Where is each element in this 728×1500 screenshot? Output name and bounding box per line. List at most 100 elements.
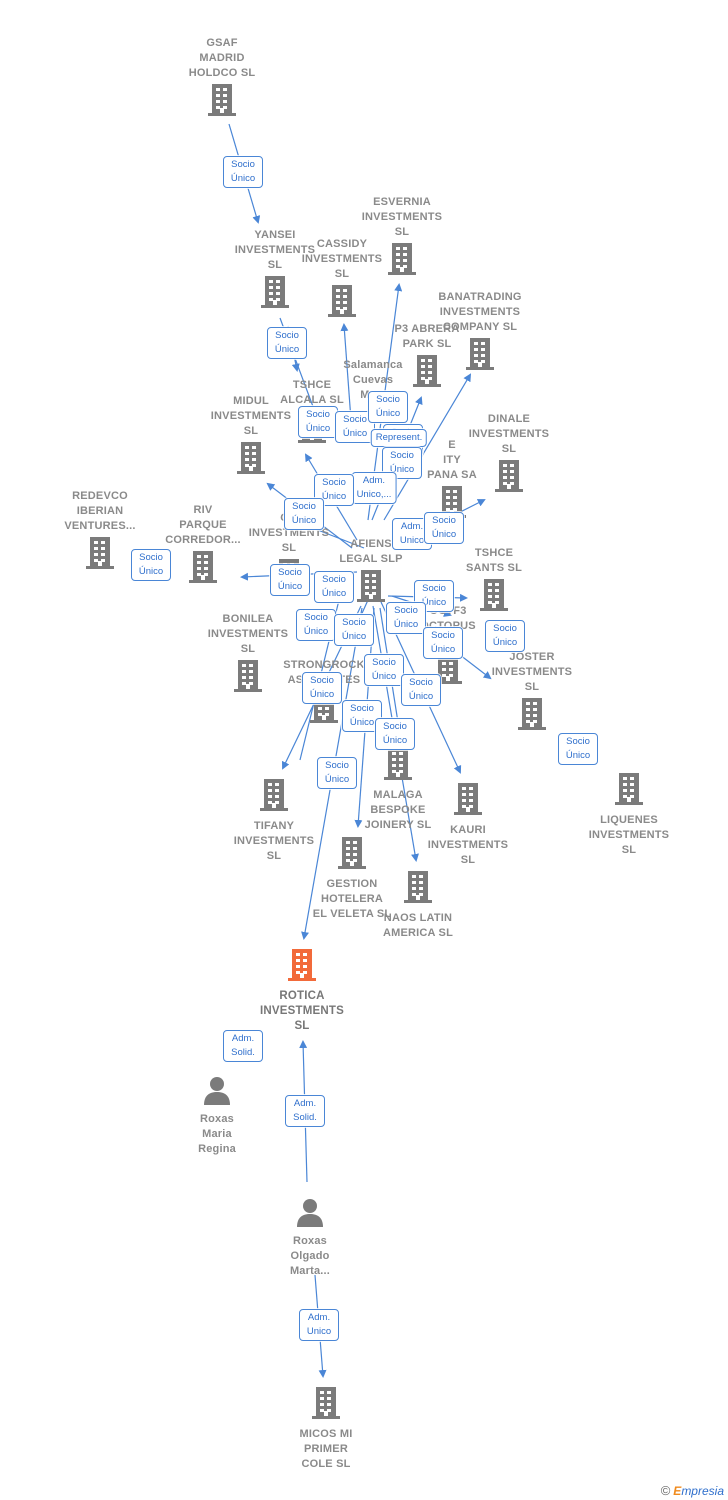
- relationship-badge[interactable]: Socio Único: [375, 718, 415, 750]
- node-gsaf[interactable]: GSAF MADRID HOLDCO SL: [167, 36, 277, 124]
- building-icon: [372, 354, 482, 393]
- brand-name: mpresia: [681, 1484, 724, 1498]
- node-label: ESVERNIA INVESTMENTS SL: [361, 196, 443, 238]
- relationship-badge[interactable]: Represent.: [370, 429, 428, 447]
- node-afiens[interactable]: AFIENS LEGAL SLP: [316, 537, 426, 610]
- edge-arrow: [383, 373, 472, 521]
- node-label: MIDUL INVESTMENTS SL: [210, 395, 292, 437]
- node-label: BANATRADING INVESTMENTS COMPANY SL: [438, 291, 522, 333]
- relationship-badge[interactable]: Socio Único: [302, 672, 342, 704]
- node-label: LIQUENES INVESTMENTS SL: [588, 814, 670, 856]
- relationship-badge[interactable]: Socio Único: [317, 757, 357, 789]
- building-icon: [167, 83, 277, 122]
- node-micos[interactable]: MICOS MI PRIMER COLE SL: [271, 1384, 381, 1472]
- relationship-badge[interactable]: Socio Único: [314, 571, 354, 603]
- relationship-badge[interactable]: Socio Único: [485, 620, 525, 652]
- person-icon: [255, 1197, 365, 1232]
- node-banatrading[interactable]: BANATRADING INVESTMENTS COMPANY SL: [425, 290, 535, 378]
- node-cassidy[interactable]: CASSIDY INVESTMENTS SL: [287, 237, 397, 325]
- relationship-badge[interactable]: Socio Único: [334, 614, 374, 646]
- node-label: TIFANY INVESTMENTS SL: [233, 820, 315, 862]
- relationship-badge[interactable]: Socio Único: [382, 447, 422, 479]
- relationship-badge[interactable]: Socio Único: [223, 156, 263, 188]
- node-liquenes[interactable]: LIQUENES INVESTMENTS SL: [574, 770, 684, 858]
- building-icon: [316, 569, 426, 608]
- node-label: TSHCE ALCALA SL: [280, 379, 344, 406]
- building-icon: [425, 337, 535, 376]
- building-icon: [287, 284, 397, 323]
- node-label: TSHCE SANTS SL: [466, 547, 522, 574]
- node-dinale[interactable]: DINALE INVESTMENTS SL: [454, 412, 564, 500]
- brand-logo-letter: E: [673, 1484, 682, 1498]
- node-malaga[interactable]: MALAGA BESPOKE JOINERY SL: [343, 745, 453, 833]
- node-bonilea[interactable]: BONILEA INVESTMENTS SL: [193, 612, 303, 700]
- relationship-badge[interactable]: Socio Único: [558, 733, 598, 765]
- copyright-symbol: ©: [660, 1483, 671, 1498]
- node-label: MALAGA BESPOKE JOINERY SL: [364, 789, 432, 831]
- node-joster[interactable]: JOSTER INVESTMENTS SL: [477, 650, 587, 738]
- relationship-badge[interactable]: Adm. Solid.: [285, 1095, 325, 1127]
- node-label: ROTICA INVESTMENTS SL: [260, 990, 344, 1032]
- building-icon: [413, 782, 523, 821]
- node-label: BONILEA INVESTMENTS SL: [207, 613, 289, 655]
- node-yansei[interactable]: YANSEI INVESTMENTS SL: [220, 228, 330, 316]
- relationship-badge[interactable]: Adm. Solid.: [223, 1030, 263, 1062]
- building-icon: [219, 778, 329, 817]
- relationship-badge[interactable]: Socio Único: [270, 564, 310, 596]
- relationship-badge[interactable]: Socio Único: [131, 549, 171, 581]
- relationship-badge[interactable]: Socio Único: [368, 391, 408, 423]
- relationship-badge[interactable]: Adm. Unico: [299, 1309, 339, 1341]
- node-p3abrera[interactable]: P3 ABRERA PARK SL: [372, 322, 482, 395]
- edge-arrow: [340, 323, 352, 421]
- building-icon: [574, 772, 684, 811]
- building-icon: [297, 836, 407, 875]
- building-icon: [271, 1386, 381, 1425]
- node-label: NAOS LATIN AMERICA SL: [382, 912, 454, 939]
- building-icon: [148, 550, 258, 589]
- node-label: GESTION HOTELERA EL VELETA SL: [312, 878, 392, 920]
- node-kauri[interactable]: KAURI INVESTMENTS SL: [413, 780, 523, 868]
- person-icon: [162, 1075, 272, 1110]
- node-gestion[interactable]: GESTION HOTELERA EL VELETA SL: [297, 834, 407, 922]
- building-icon: [363, 870, 473, 909]
- node-label: KAURI INVESTMENTS SL: [427, 824, 509, 866]
- node-roxas-maria[interactable]: Roxas Maria Regina: [162, 1073, 272, 1157]
- relationship-badge[interactable]: Socio Único: [298, 406, 338, 438]
- node-rotica[interactable]: ROTICA INVESTMENTS SL: [247, 946, 357, 1034]
- relationship-badge[interactable]: Socio Único: [386, 602, 426, 634]
- node-label: Roxas Maria Regina: [198, 1113, 236, 1155]
- relationship-badge[interactable]: Socio Único: [364, 654, 404, 686]
- node-quality[interactable]: E ITY PANA SA: [397, 438, 507, 526]
- relationship-badge[interactable]: Socio Único: [423, 627, 463, 659]
- node-redevco[interactable]: REDEVCO IBERIAN VENTURES...: [45, 489, 155, 577]
- relationship-badge[interactable]: Socio Único: [424, 512, 464, 544]
- node-midul[interactable]: MIDUL INVESTMENTS SL: [196, 394, 306, 482]
- relationship-badge[interactable]: Socio Único: [296, 609, 336, 641]
- node-label: Roxas Olgado Marta...: [289, 1235, 331, 1277]
- node-label: E ITY PANA SA: [427, 439, 477, 481]
- node-naos[interactable]: NAOS LATIN AMERICA SL: [363, 868, 473, 941]
- node-tifany[interactable]: TIFANY INVESTMENTS SL: [219, 776, 329, 864]
- node-label: RIV PARQUE CORREDOR...: [165, 504, 241, 546]
- node-esvernia[interactable]: ESVERNIA INVESTMENTS SL: [347, 195, 457, 283]
- relationship-badge[interactable]: Socio Único: [401, 674, 441, 706]
- relationship-badge[interactable]: Socio Único: [284, 498, 324, 530]
- relationship-badge[interactable]: Adm. Unico,...: [351, 472, 397, 504]
- building-icon: [45, 536, 155, 575]
- node-label: CASSIDY INVESTMENTS SL: [301, 238, 383, 280]
- building-icon: [439, 578, 549, 617]
- node-label: JOSTER INVESTMENTS SL: [491, 651, 573, 693]
- relationship-badge[interactable]: Socio Único: [414, 580, 454, 612]
- building-icon: [343, 747, 453, 786]
- node-riv[interactable]: RIV PARQUE CORREDOR...: [148, 503, 258, 591]
- brand-watermark: ©Empresia: [661, 1483, 724, 1498]
- building-icon: [196, 441, 306, 480]
- building-icon: [193, 659, 303, 698]
- node-roxas-olgado[interactable]: Roxas Olgado Marta...: [255, 1195, 365, 1279]
- node-label: MICOS MI PRIMER COLE SL: [299, 1428, 353, 1470]
- node-label: AFIENS LEGAL SLP: [339, 538, 403, 565]
- relationship-badge[interactable]: Socio Único: [267, 327, 307, 359]
- node-label: DINALE INVESTMENTS SL: [468, 413, 550, 455]
- node-label: REDEVCO IBERIAN VENTURES...: [64, 490, 136, 532]
- node-tshce-sants[interactable]: TSHCE SANTS SL: [439, 546, 549, 619]
